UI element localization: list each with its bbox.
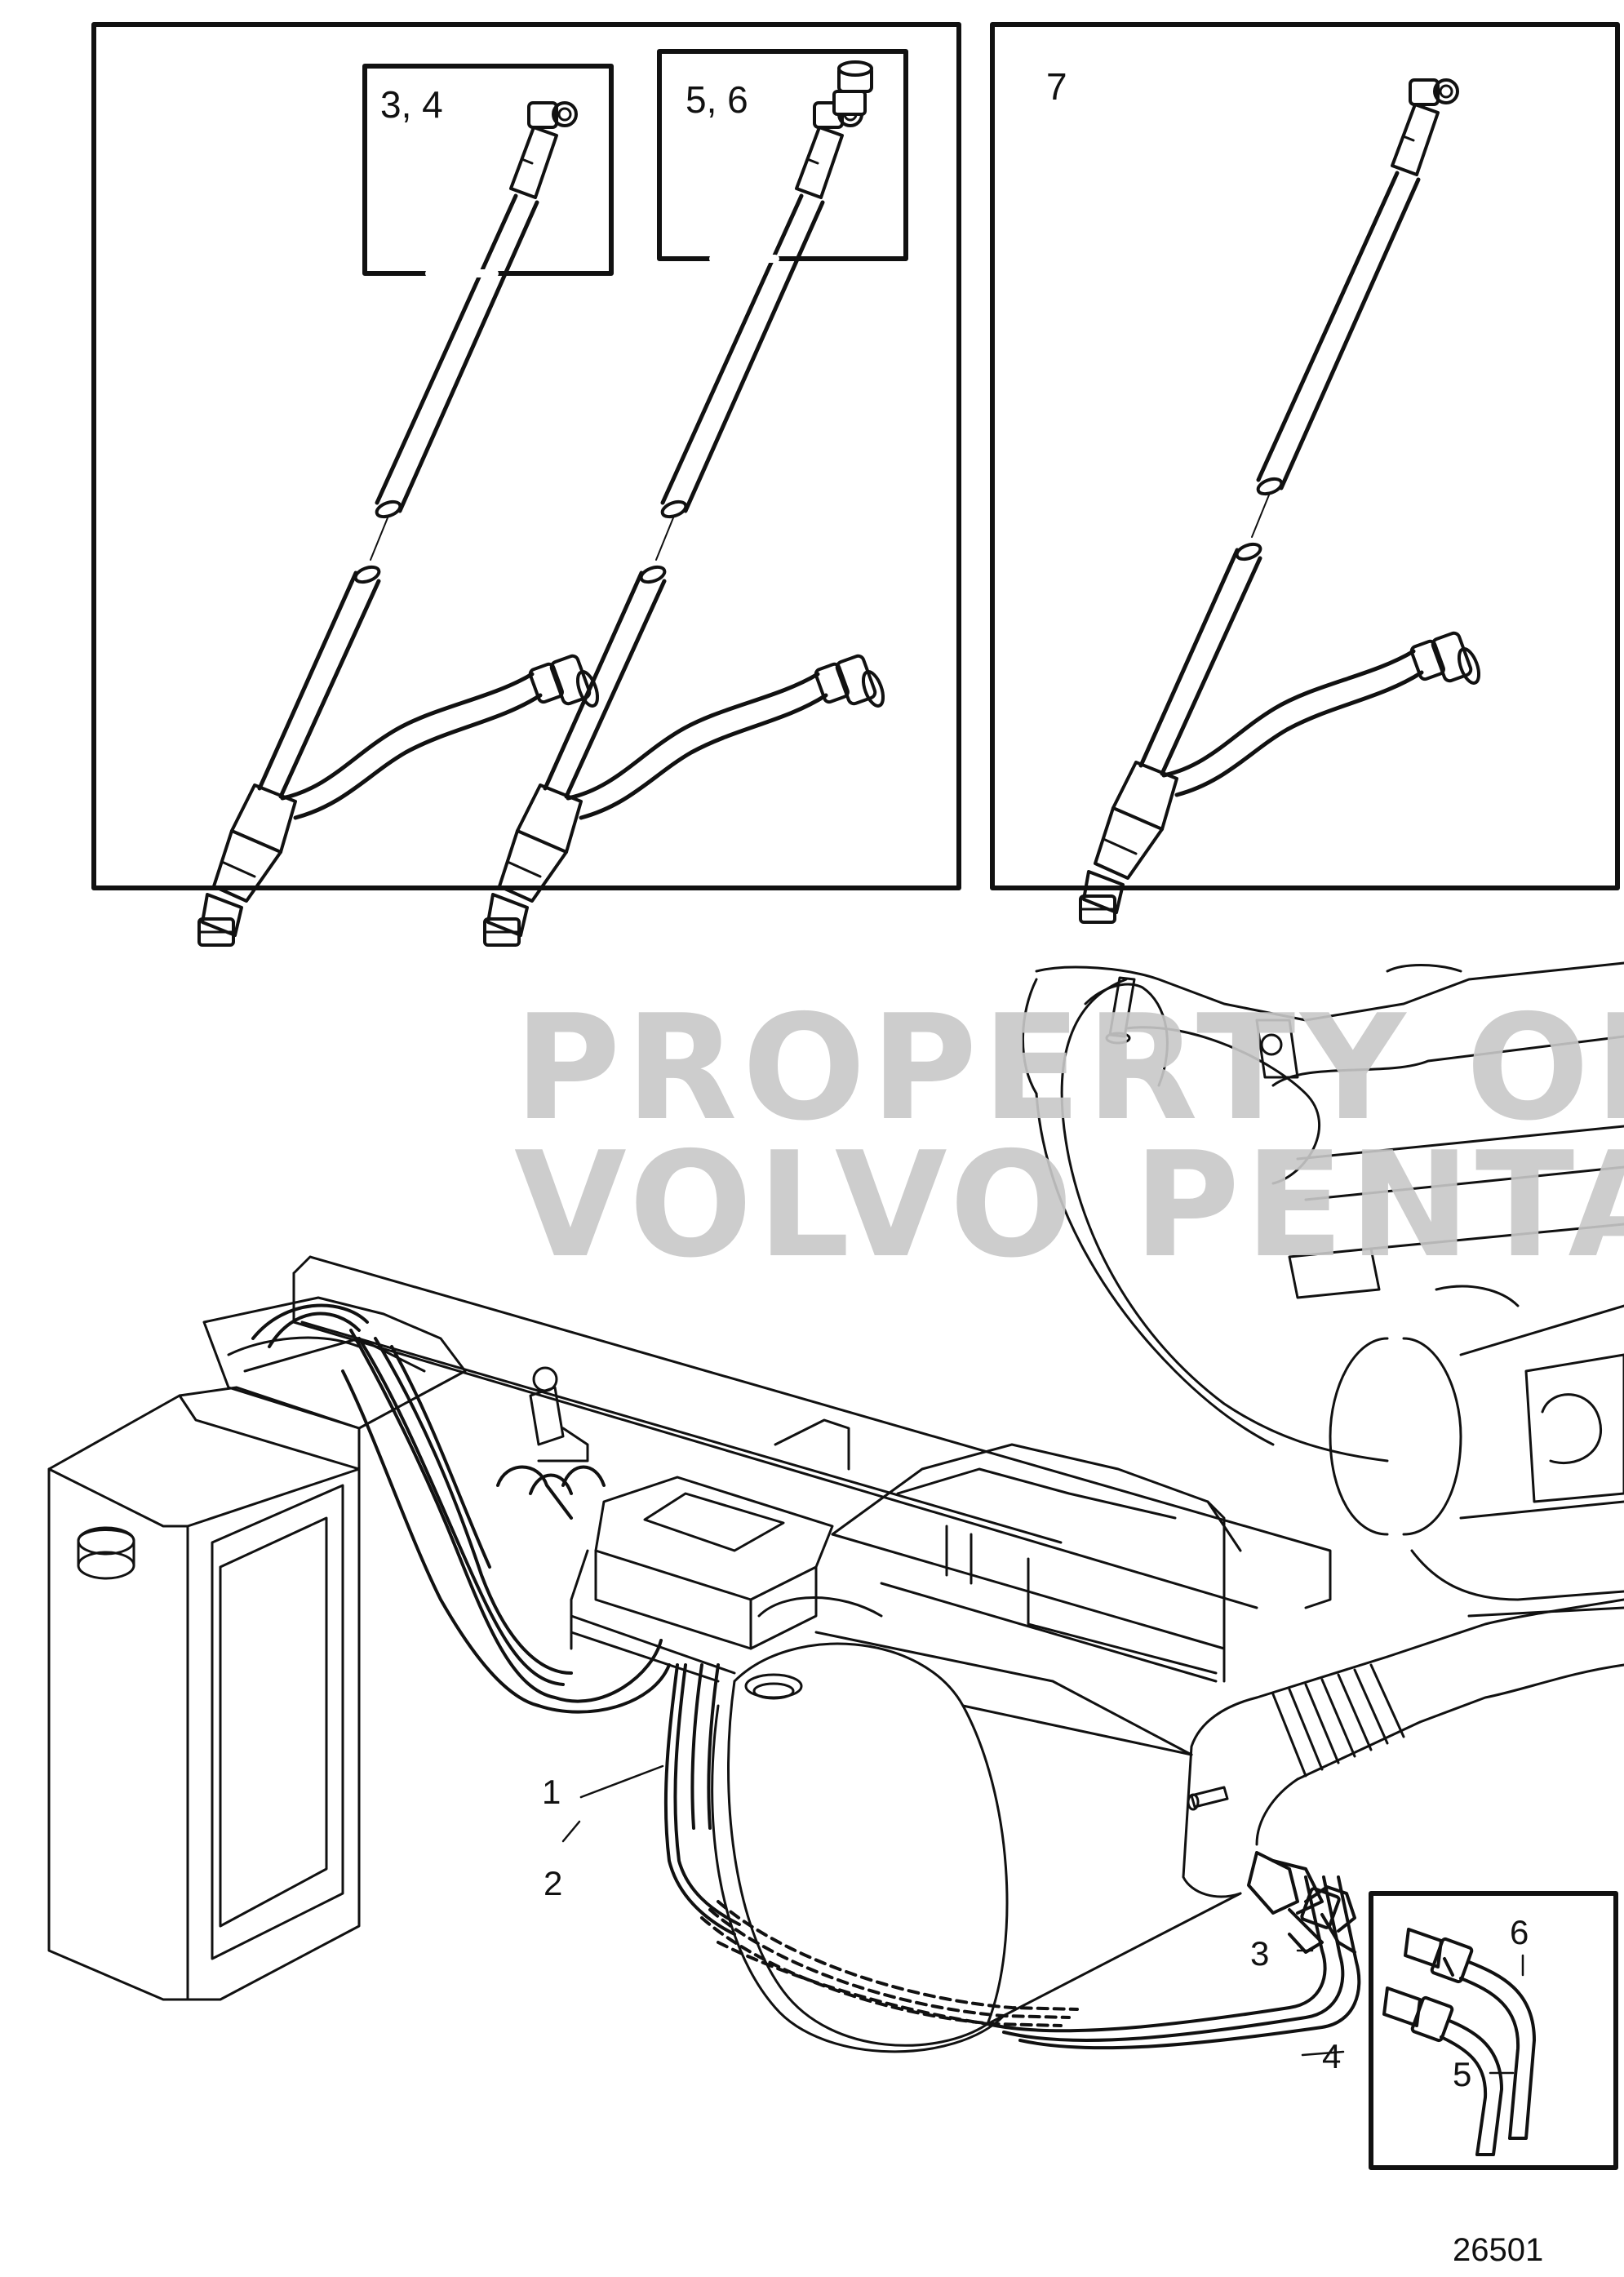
watermark-line-1: PROPERTY OF: [514, 983, 1624, 1152]
panel-label-5-6: 5, 6: [686, 78, 748, 121]
panel-label-3-4: 3, 4: [380, 83, 443, 126]
callout-6: 6: [1510, 1913, 1529, 1951]
straight-fitting-icon: [832, 60, 873, 116]
panel-label-7: 7: [1046, 65, 1067, 108]
watermark: PROPERTY OF VOLVO PENTA: [514, 983, 1624, 1289]
inset-box-5-6-detail: [1369, 1891, 1618, 2170]
callout-2: 2: [544, 1864, 562, 1902]
flex-bellows: [1255, 1655, 1422, 1781]
callout-5: 5: [1453, 2055, 1471, 2093]
junction-box: [570, 1476, 834, 1683]
callout-1: 1: [542, 1773, 561, 1811]
callout-4: 4: [1322, 2037, 1341, 2075]
hose-assembly-5-6: [485, 103, 887, 945]
watermark-line-2: VOLVO PENTA: [514, 1121, 1624, 1289]
figure-number: 26501: [1453, 2232, 1543, 2268]
fittings-5-6-detail: [1382, 1928, 1536, 2156]
inset-box-5-6: [657, 49, 908, 261]
engine-installation-view: [47, 961, 1624, 2170]
hose-assembly-3-4: [199, 103, 601, 945]
right-hose-fittings: [1247, 1851, 1356, 1954]
leader-lines: [561, 1764, 1524, 2075]
hose-assembly-7: [1080, 80, 1483, 922]
silencer: [711, 1596, 1242, 2053]
hose-routing: [251, 1303, 1361, 2050]
callout-3: 3: [1250, 1934, 1269, 1973]
panel-left-frame: [91, 22, 961, 890]
panel-right-frame: [990, 22, 1620, 890]
tank: [47, 1296, 467, 2001]
